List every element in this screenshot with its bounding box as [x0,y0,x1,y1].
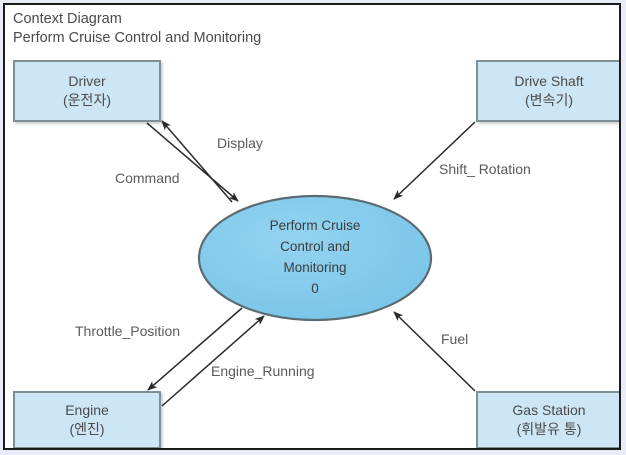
flow-label-display: Display [217,135,263,151]
flow-arrow-fuel [393,311,476,392]
entity-gas-station-name-ko: (휘발유 통) [516,421,582,437]
entity-drive-shaft-name-ko: (변속기) [525,92,573,108]
process-ellipse[interactable] [197,194,433,322]
entity-box-drive-shaft[interactable]: Drive Shaft (변속기) [476,60,619,122]
entity-driver-name: Driver [68,73,106,89]
flow-arrow-command [146,122,239,202]
flow-arrow-display [161,120,233,203]
flow-arrow-engine-running [161,315,265,407]
entity-driver-name-ko: (운전자) [63,92,111,108]
entity-engine-name-ko: (엔진) [69,421,105,437]
entity-box-engine[interactable]: Engine (엔진) [13,391,161,448]
entity-gas-station-name: Gas Station [512,402,586,418]
diagram-title: Context Diagram Perform Cruise Control a… [13,10,261,48]
flow-label-fuel: Fuel [441,331,469,347]
flow-label-throttle-position: Throttle_Position [75,323,181,339]
flow-arrow-shift-rotation [393,121,476,200]
entity-drive-shaft-name: Drive Shaft [514,73,584,89]
flow-label-command: Command [115,170,180,186]
diagram-title-line-1: Context Diagram [13,11,122,27]
flow-arrow-throttle-position [147,307,243,391]
flow-label-shift-rotation: Shift_ Rotation [439,161,531,177]
entity-box-driver[interactable]: Driver (운전자) [13,60,161,122]
flow-label-engine-running: Engine_Running [211,363,315,379]
entity-box-gas-station[interactable]: Gas Station (휘발유 통) [476,391,619,448]
entity-engine-name: Engine [65,402,109,418]
diagram-title-line-2: Perform Cruise Control and Monitoring [13,30,262,46]
context-diagram-canvas: Context Diagram Perform Cruise Control a… [3,3,621,450]
diagram-connectors-layer [146,120,476,407]
